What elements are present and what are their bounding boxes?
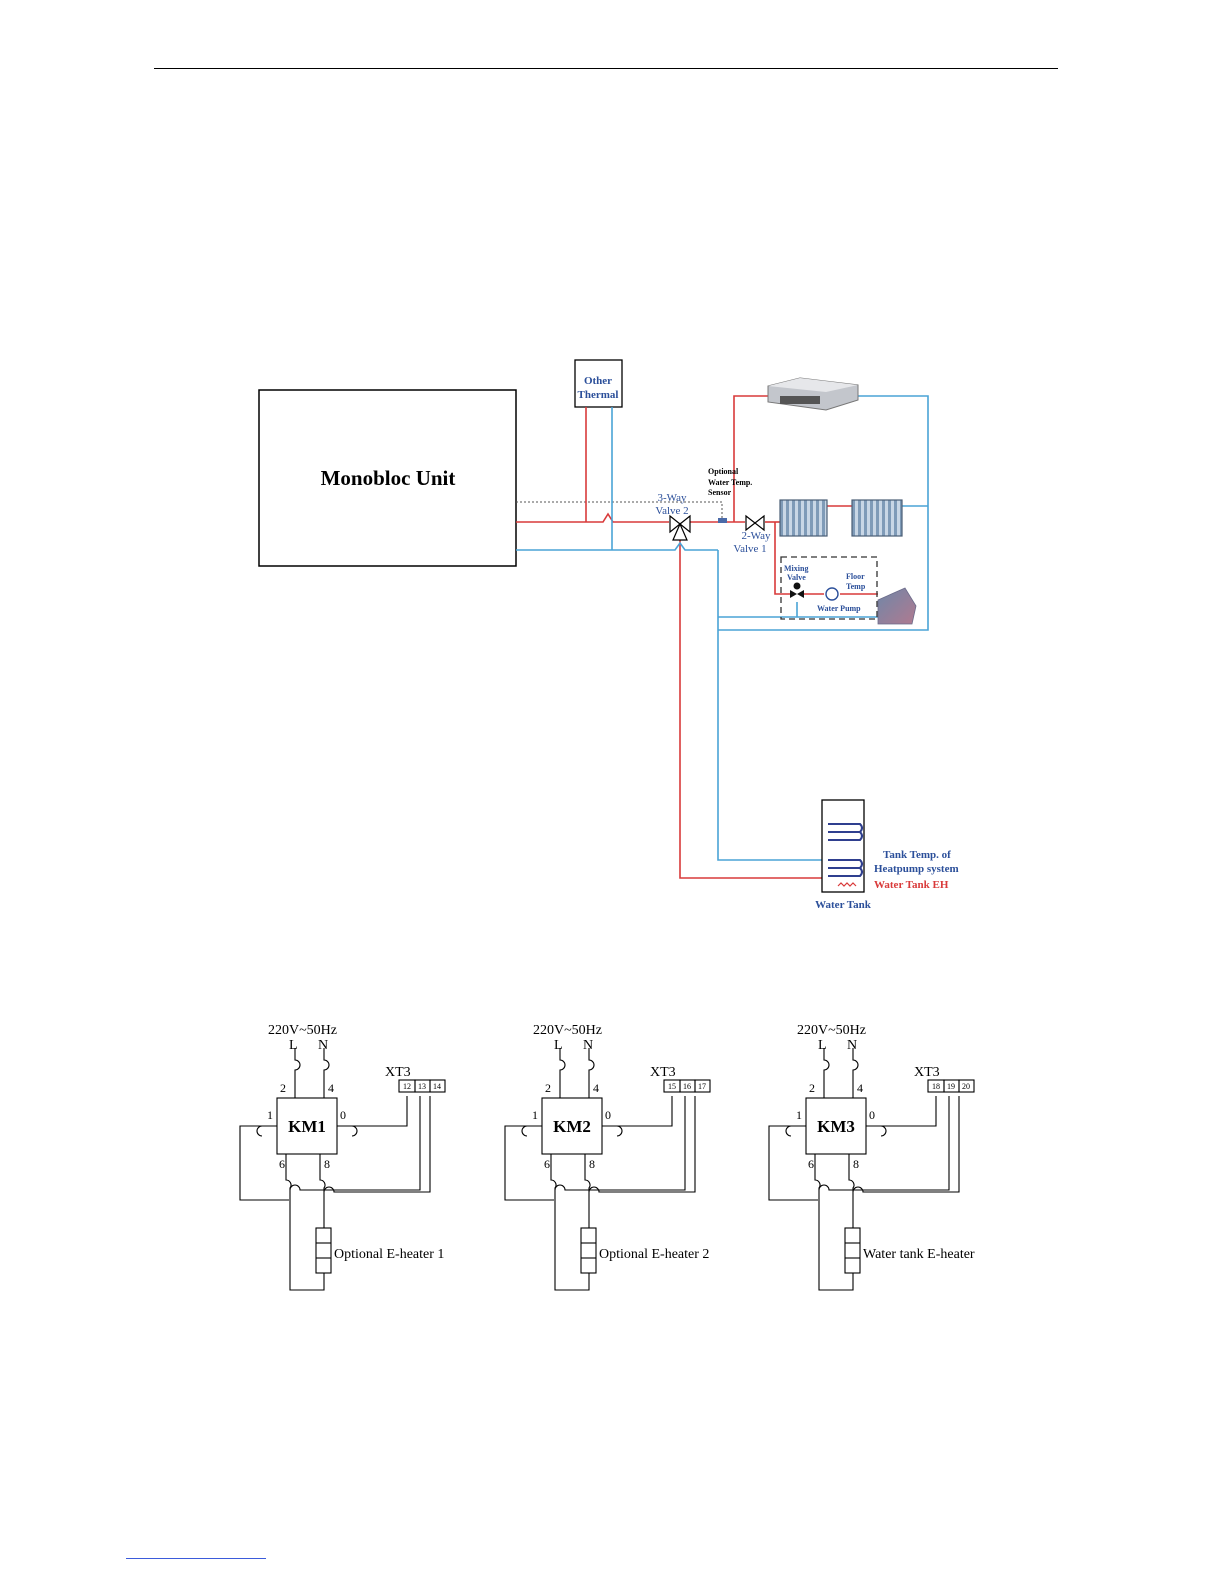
- mixing-valve-label-2: Valve: [787, 573, 806, 582]
- wiring-diagram-1: 220V~50Hz L N XT3 KM1 12 13 14 2 4 1 0 6…: [239, 1023, 446, 1291]
- wiring-2-pin-2: 2: [545, 1081, 551, 1095]
- water-pump-label: Water Pump: [817, 604, 861, 613]
- wiring-1-pin-0: 0: [340, 1108, 346, 1122]
- wiring-1-supply: 220V~50Hz: [268, 1023, 337, 1038]
- wiring-3-xt: XT3: [914, 1065, 940, 1080]
- sensor-label-2: Water Temp.: [708, 478, 752, 487]
- wiring-2-heater: Optional E-heater 2: [599, 1247, 709, 1262]
- three-way-valve-label-1: 3-Way: [657, 492, 687, 504]
- water-tank-label: Water Tank: [815, 899, 872, 911]
- fan-coil-unit-icon: [767, 377, 859, 411]
- tank-coil-lower-icon: [828, 859, 863, 877]
- wiring-3-l: L: [818, 1038, 827, 1053]
- wiring-3-n: N: [847, 1038, 857, 1053]
- wiring-diagram-2: 220V~50Hz L N XT3 KM2 15 16 17 2 4 1 0 6…: [504, 1023, 711, 1291]
- wiring-1-xt: XT3: [385, 1065, 411, 1080]
- wiring-3-heater: Water tank E-heater: [863, 1247, 975, 1262]
- tank-temp-label-1: Tank Temp. of: [883, 849, 951, 861]
- tank-eh-label: Water Tank EH: [874, 879, 949, 891]
- mixing-valve-label-1: Mixing: [784, 564, 808, 573]
- wiring-2-l: L: [554, 1038, 563, 1053]
- piping-diagram: Monobloc Unit Other Thermal: [258, 359, 959, 911]
- floor-temp-label-2: Temp: [846, 582, 866, 591]
- wiring-2-xt: XT3: [650, 1065, 676, 1080]
- wiring-2-terminal-1: 15: [668, 1082, 676, 1091]
- three-way-valve-label-2: Valve 2: [655, 505, 688, 517]
- wiring-2-terminal-3: 17: [698, 1082, 706, 1091]
- wiring-1-terminal-1: 12: [403, 1082, 411, 1091]
- sensor-label-1: Optional: [708, 467, 739, 476]
- tank-temp-label-2: Heatpump system: [874, 863, 959, 875]
- monobloc-unit-box: [258, 389, 517, 567]
- other-thermal-label-2: Thermal: [578, 389, 619, 401]
- wiring-2-pin-8: 8: [589, 1157, 595, 1171]
- wiring-1-pin-6: 6: [279, 1157, 285, 1171]
- wiring-2-pin-1: 1: [532, 1108, 538, 1122]
- wiring-diagram-3: 220V~50Hz L N XT3 KM3 18 19 20 2 4 1 0 6…: [768, 1023, 975, 1291]
- wiring-2-pin-6: 6: [544, 1157, 550, 1171]
- wiring-3-terminal-3: 20: [962, 1082, 970, 1091]
- wiring-3-pin-8: 8: [853, 1157, 859, 1171]
- wiring-3-terminal-2: 19: [947, 1082, 955, 1091]
- wiring-1-pin-4: 4: [328, 1081, 334, 1095]
- wiring-3-supply: 220V~50Hz: [797, 1023, 866, 1038]
- wiring-1-pin-2: 2: [280, 1081, 286, 1095]
- footer-rule: [126, 1558, 266, 1559]
- three-way-valve-icon: [669, 514, 691, 541]
- wiring-2-pin-4: 4: [593, 1081, 599, 1095]
- supply-pipes: [516, 395, 878, 879]
- tank-heater-icon: [837, 882, 857, 887]
- other-thermal-box: [574, 359, 623, 408]
- wiring-3-pin-4: 4: [857, 1081, 863, 1095]
- water-pump-icon: [825, 587, 839, 601]
- wiring-2-contactor: KM2: [553, 1117, 591, 1136]
- wiring-1-pin-1: 1: [267, 1108, 273, 1122]
- wiring-1-terminal-2: 13: [418, 1082, 426, 1091]
- wiring-1-n: N: [318, 1038, 328, 1053]
- header-rule: [154, 68, 1058, 69]
- wiring-3-contactor: KM3: [817, 1117, 855, 1136]
- wiring-3-pin-2: 2: [809, 1081, 815, 1095]
- radiator-2-icon: [851, 499, 903, 537]
- monobloc-unit-label: Monobloc Unit: [321, 466, 456, 490]
- wiring-1-heater: Optional E-heater 1: [334, 1247, 444, 1262]
- water-temp-sensor-icon: [718, 518, 727, 523]
- wiring-2-supply: 220V~50Hz: [533, 1023, 602, 1038]
- mixing-valve-icon: [790, 582, 804, 598]
- tank-coil-upper-icon: [828, 823, 863, 841]
- wiring-1-l: L: [289, 1038, 298, 1053]
- wiring-1-contactor: KM1: [288, 1117, 326, 1136]
- floor-heating-zone: [780, 556, 878, 620]
- two-way-valve-label-2: Valve 1: [733, 543, 766, 555]
- floor-heating-icon: [877, 587, 917, 625]
- two-way-valve-icon: [745, 514, 765, 532]
- sensor-label-3: Sensor: [708, 488, 732, 497]
- wiring-3-pin-6: 6: [808, 1157, 814, 1171]
- wiring-3-terminal-1: 18: [932, 1082, 940, 1091]
- wiring-2-terminal-2: 16: [683, 1082, 691, 1091]
- wiring-2-n: N: [583, 1038, 593, 1053]
- floor-temp-label-1: Floor: [846, 572, 865, 581]
- wiring-3-pin-0: 0: [869, 1108, 875, 1122]
- wiring-1-pin-8: 8: [324, 1157, 330, 1171]
- sensor-signal-line: [516, 501, 723, 520]
- radiator-1-icon: [779, 499, 828, 537]
- return-pipes: [516, 395, 929, 861]
- water-tank-box: [821, 799, 865, 893]
- wiring-1-terminal-3: 14: [433, 1082, 441, 1091]
- other-thermal-label-1: Other: [584, 375, 612, 387]
- two-way-valve-label-1: 2-Way: [741, 530, 771, 542]
- wiring-2-pin-0: 0: [605, 1108, 611, 1122]
- wiring-3-pin-1: 1: [796, 1108, 802, 1122]
